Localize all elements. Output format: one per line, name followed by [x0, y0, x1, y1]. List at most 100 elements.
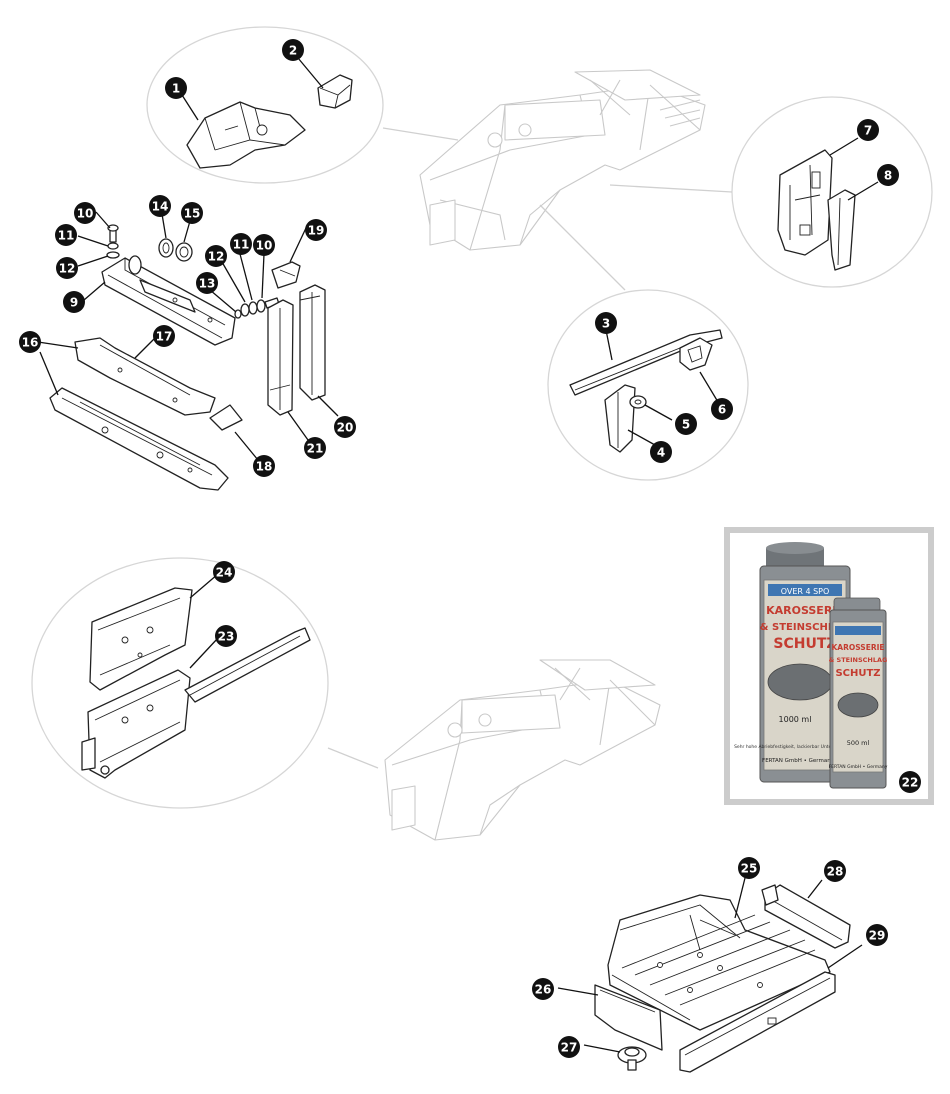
can-large-title-3: SCHUTZ	[773, 636, 836, 652]
callout-marker-11b: 11	[230, 233, 252, 255]
callout-marker-19: 19	[305, 219, 327, 241]
callout-number: 4	[657, 446, 665, 460]
callout-number: 3	[602, 317, 610, 331]
body-shell-bottom	[384, 659, 661, 841]
part-24-inner-wing-upper	[89, 587, 193, 691]
callout-number: 24	[216, 566, 233, 580]
callout-number: 25	[741, 862, 758, 876]
callout-number: 6	[718, 403, 726, 417]
part-23-inner-wing-lower	[81, 669, 191, 779]
callout-marker-21: 21	[304, 437, 326, 459]
callout-number: 11	[233, 238, 250, 252]
callout-marker-20: 20	[334, 416, 356, 438]
callout-number: 19	[308, 224, 325, 238]
can-small-title-2: & STEINSCHLAG	[829, 656, 888, 664]
callout-number: 10	[256, 239, 273, 253]
callout-marker-11a: 11	[55, 224, 77, 246]
callout-marker-12a: 12	[56, 257, 78, 279]
callout-circle	[595, 312, 617, 334]
callout-number: 1	[172, 82, 180, 96]
callout-circle	[824, 860, 846, 882]
part-6-bracket	[679, 337, 713, 371]
callout-number: 15	[184, 207, 201, 221]
part-19-bracket	[271, 261, 301, 289]
part-28-crossmember	[761, 884, 851, 949]
detail-bubble-inner-wings	[31, 557, 379, 809]
fastener-stack-right	[234, 297, 280, 319]
callout-marker-22: 22	[899, 771, 921, 793]
callout-circle	[877, 164, 899, 186]
part-16-lower-valance	[49, 387, 229, 491]
callout-circle	[675, 413, 697, 435]
callout-marker-4: 4	[650, 441, 672, 463]
callout-number: 2	[289, 44, 297, 58]
part-5-washer	[629, 395, 647, 409]
can-small-volume: 500 ml	[847, 739, 870, 747]
callout-circle	[74, 202, 96, 224]
callout-number: 28	[827, 865, 844, 879]
callout-number: 9	[70, 296, 78, 310]
callout-circle	[55, 224, 77, 246]
detail-bubble-sills	[539, 204, 749, 481]
callout-marker-16: 16	[19, 331, 41, 353]
callout-number: 17	[156, 330, 173, 344]
front-crossmember-group	[37, 211, 339, 491]
callout-circle	[282, 39, 304, 61]
callout-number: 29	[869, 929, 886, 943]
callout-marker-15: 15	[181, 202, 203, 224]
part-15-bush	[175, 242, 193, 262]
callout-number: 5	[682, 418, 690, 432]
callout-circle	[738, 857, 760, 879]
callout-circle	[196, 272, 218, 294]
callout-number: 8	[884, 169, 892, 183]
callout-number: 7	[864, 124, 872, 138]
can-large-title-1: KAROSSERIE	[766, 604, 844, 617]
part-26-side-panel	[594, 984, 663, 1051]
callout-circle	[205, 245, 227, 267]
callout-circle	[181, 202, 203, 224]
part-4-a-post	[604, 384, 636, 453]
part-1-inner-valance	[186, 101, 306, 169]
detail-bubble-front-upper	[146, 26, 459, 184]
body-shell-top	[419, 69, 706, 251]
part-14-bush	[158, 238, 174, 258]
callout-marker-25: 25	[738, 857, 760, 879]
part-17-under-tray	[74, 337, 216, 416]
part-20-channel	[299, 284, 326, 401]
callout-marker-3: 3	[595, 312, 617, 334]
callout-number: 26	[535, 983, 552, 997]
callout-number: 27	[561, 1041, 578, 1055]
callout-circle	[558, 1036, 580, 1058]
callout-marker-10a: 10	[74, 202, 96, 224]
callout-marker-29: 29	[866, 924, 888, 946]
callout-marker-2: 2	[282, 39, 304, 61]
callout-number: 11	[58, 229, 75, 243]
can-tagline: Sehr hohe Abriebfestigkeit, lackierbar U…	[734, 744, 862, 750]
callout-circle	[304, 437, 326, 459]
part-21-channel	[267, 299, 294, 416]
part-27-grommet	[617, 1046, 647, 1071]
callout-circle	[213, 561, 235, 583]
part-8-pillar	[827, 189, 856, 271]
product-can-small: KAROSSERIE & STEINSCHLAG SCHUTZ 500 ml F…	[829, 597, 888, 789]
callout-circle	[165, 77, 187, 99]
callout-circle	[253, 455, 275, 477]
callout-circle	[305, 219, 327, 241]
callout-marker-23: 23	[215, 625, 237, 647]
callout-marker-28: 28	[824, 860, 846, 882]
can-large-title-2: & STEINSCHLAG	[760, 622, 850, 633]
callout-marker-1: 1	[165, 77, 187, 99]
callout-marker-26: 26	[532, 978, 554, 1000]
can-large-maker: FERTAN GmbH • Germany	[762, 758, 835, 764]
can-small-title-1: KAROSSERIE	[831, 643, 884, 652]
callout-number: 20	[337, 421, 354, 435]
callout-number: 10	[77, 207, 94, 221]
callout-circle	[19, 331, 41, 353]
callout-circle	[56, 257, 78, 279]
callout-circle	[215, 625, 237, 647]
callout-circle	[899, 771, 921, 793]
callout-marker-12b: 12	[205, 245, 227, 267]
part-2-bracket	[317, 74, 353, 109]
